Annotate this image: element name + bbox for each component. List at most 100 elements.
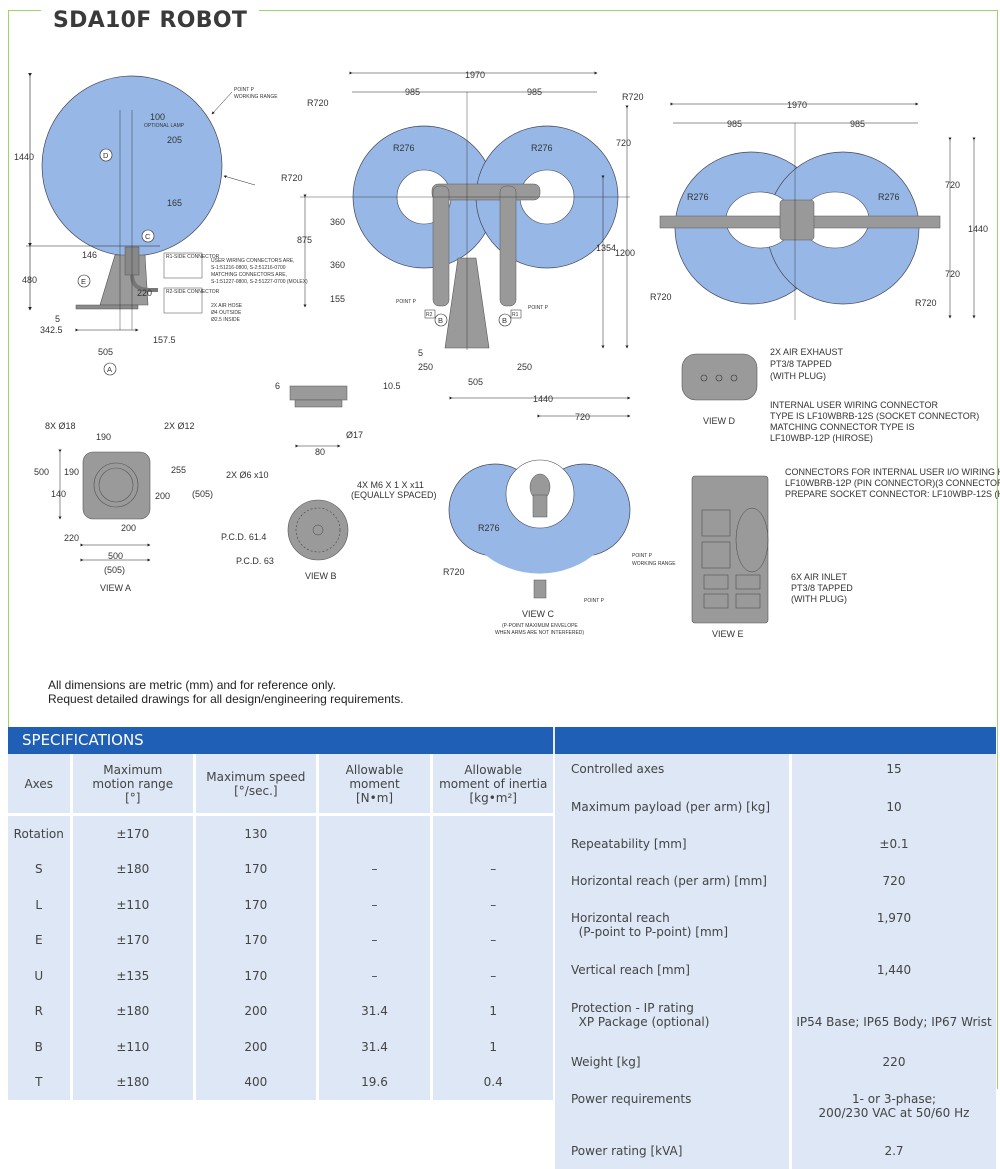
r2-connector-box	[163, 287, 203, 314]
axes-table-cell: Rotation	[8, 814, 73, 852]
view-c-label: VIEW C	[522, 609, 555, 619]
header-line: Maximum speed	[206, 769, 306, 784]
spec-label-line: XP Package (optional)	[571, 1015, 710, 1029]
spec-value-line: 10	[886, 800, 902, 814]
spec-value-line: 15	[886, 762, 902, 776]
callout-point-p: POINT P	[234, 87, 255, 93]
drawing-label: LF10WBP-12P (HIROSE)	[770, 433, 873, 443]
header-line: [N•m]	[355, 790, 394, 805]
drawing-label: (WITH PLUG)	[791, 594, 847, 604]
axes-table-cell: U	[8, 958, 73, 994]
marker-r2: R2	[424, 309, 436, 319]
spec-value: 15	[790, 754, 996, 792]
dim-720-top: 720	[945, 180, 960, 190]
header-line: [kg•m²]	[469, 790, 517, 805]
dim-250-right: 250	[517, 362, 532, 372]
marker-r1: R1	[510, 309, 522, 319]
axes-table-cell: S	[8, 851, 73, 887]
axes-table-cell: ±180	[71, 993, 197, 1029]
header-line: [°/sec.]	[234, 783, 278, 798]
dim-720-bottom: 720	[945, 269, 960, 279]
axes-table-cell: E	[8, 922, 73, 958]
axes-table-cell: –	[431, 851, 553, 887]
axes-table-cell: 170	[194, 958, 319, 994]
spec-value-line: 2.7	[884, 1144, 904, 1158]
axes-col-header: Maximum speed[°/sec.]	[194, 754, 319, 816]
axes-table-cell: –	[317, 887, 434, 923]
drawing-label: Ø2.5 INSIDE	[211, 317, 241, 323]
drawing-label: S-1:51227-0800, S-2:51227-0700 (MOLEX)	[211, 279, 308, 285]
specifications-heading: SPECIFICATIONS	[22, 731, 144, 749]
drawing-label: 500	[34, 467, 49, 477]
reference-notes: All dimensions are metric (mm) and for r…	[48, 678, 404, 706]
dim-1354: 1354	[596, 243, 616, 253]
drawing-label: 200	[121, 523, 136, 533]
spec-label: Horizontal reach (P-point to P-point) [m…	[555, 903, 792, 955]
drawing-label: WHEN ARMS ARE NOT INTERFERED)	[495, 630, 584, 636]
axes-table-cell: –	[317, 922, 434, 958]
dim-875: 875	[297, 235, 312, 245]
dim-r720-side: R720	[281, 173, 303, 183]
dim-985-right: 985	[850, 119, 865, 129]
drawing-label: 500	[108, 551, 123, 561]
dim-505: 505	[98, 347, 113, 357]
axes-table-cell: –	[317, 958, 434, 994]
drawing-label: 255	[171, 465, 186, 475]
drawing-label: 200	[155, 491, 170, 501]
spec-label-line: Protection - IP rating	[571, 1001, 694, 1015]
page-frame: SDA10F ROBOT	[8, 7, 998, 1089]
spec-value-line	[792, 1001, 996, 1015]
drawing-label: 190	[64, 467, 79, 477]
spec-value: 10	[790, 792, 996, 829]
dim-5: 5	[418, 348, 423, 358]
drawing-label: PT3/8 TAPPED	[791, 583, 853, 593]
dim-r276-left: R276	[393, 143, 415, 153]
dim-155: 155	[330, 294, 345, 304]
drawing-label: R2-SIDE CONNECTOR	[166, 289, 220, 295]
drawing-label: (505)	[192, 489, 213, 499]
spec-label: Power rating [kVA]	[555, 1136, 792, 1169]
spec-label-line: Horizontal reach	[571, 911, 670, 925]
drawing-label: R276	[478, 523, 500, 533]
axes-table-cell: ±170	[71, 922, 197, 958]
dim-480: 480	[22, 275, 37, 285]
drawing-label: WORKING RANGE	[632, 561, 676, 567]
spec-value: 1,440	[790, 955, 996, 993]
side-view: 1440 480 100 205 165 146 220 5 342.5 505…	[14, 73, 308, 376]
dim-1970: 1970	[787, 100, 807, 110]
spec-value: 1,970	[790, 903, 996, 955]
dim-720: 720	[616, 138, 631, 148]
axes-table-cell: 31.4	[317, 1029, 434, 1065]
view-marker-a: A	[103, 362, 117, 376]
header-line: Allowable	[464, 762, 523, 777]
spec-label: Horizontal reach (per arm) [mm]	[555, 866, 792, 903]
dim-5: 5	[55, 314, 60, 324]
drawing-label: TYPE IS LF10WBRB-12S (SOCKET CONNECTOR)	[770, 411, 979, 421]
spec-label: Vertical reach [mm]	[555, 955, 792, 993]
drawing-label: 1440	[533, 394, 553, 404]
r1-connector-box	[163, 252, 203, 279]
dim-2x-12: 2X Ø12	[164, 421, 195, 431]
spec-label-line: Power rating [kVA]	[571, 1144, 683, 1158]
spec-value-line: 1,970	[876, 911, 912, 925]
view-e: VIEW E CONNECTORS FOR INTERNAL USER I/O …	[691, 467, 1000, 639]
spec-row: Horizontal reach (P-point to P-point) [m…	[555, 903, 996, 955]
axes-table-cell: 200	[194, 1029, 319, 1065]
axes-table-cell: ±110	[71, 1029, 197, 1065]
axes-table-cell: –	[431, 922, 553, 958]
axes-table-cell: R	[8, 993, 73, 1029]
header-line: motion range	[92, 776, 174, 791]
dim-985-right: 985	[527, 87, 542, 97]
axes-table-cell: ±180	[71, 1064, 197, 1100]
drawing-label: (P-POINT MAXIMUM ENVELOPE	[502, 623, 578, 629]
drawing-label: Ø17	[346, 430, 363, 440]
spec-label-line: Controlled axes	[571, 762, 665, 776]
dim-r720-left: R720	[650, 292, 672, 302]
drawing-label: R1	[512, 312, 519, 318]
